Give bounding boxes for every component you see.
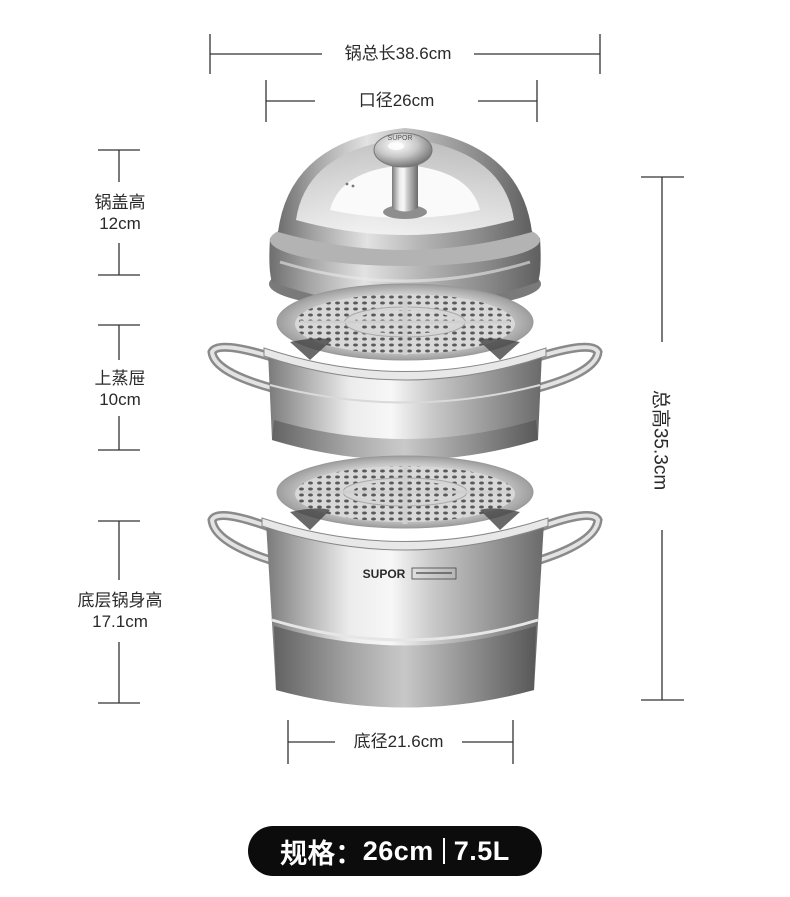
bottom-diameter-label: 底径21.6cm	[335, 731, 462, 752]
total-length-label: 锅总长38.6cm	[322, 43, 474, 64]
spec-separator	[442, 838, 445, 864]
upper-steamer	[207, 338, 603, 460]
spec-capacity: 7.5L	[453, 835, 510, 866]
spec-size: 26cm	[362, 835, 434, 866]
base-pot: SUPOR	[207, 508, 603, 708]
spec-label: 规格：	[280, 838, 363, 869]
upper-steamer-label: 上蒸屉 10cm	[60, 368, 180, 410]
svg-text:SUPOR: SUPOR	[388, 135, 413, 142]
lower-steamer-plate	[276, 455, 534, 529]
spec-badge: 规格： 26cm 7.5L	[248, 826, 542, 876]
lid-height-value: 12cm	[99, 214, 141, 233]
glass-lid: SUPOR	[269, 128, 541, 310]
upper-steamer-name: 上蒸屉	[94, 369, 146, 388]
lid-height-name: 锅盖高	[94, 193, 146, 212]
total-height-label: 总高35.3cm	[648, 385, 676, 495]
mouth-diameter-label: 口径26cm	[315, 90, 478, 111]
brand-logo: SUPOR	[363, 567, 406, 581]
lid-height-label: 锅盖高 12cm	[60, 192, 180, 234]
base-height-label: 底层锅身高 17.1cm	[60, 590, 180, 632]
upper-steamer-value: 10cm	[99, 390, 141, 409]
base-height-value: 17.1cm	[92, 612, 148, 631]
upper-steamer-plate	[276, 283, 534, 361]
base-height-name: 底层锅身高	[77, 591, 163, 610]
